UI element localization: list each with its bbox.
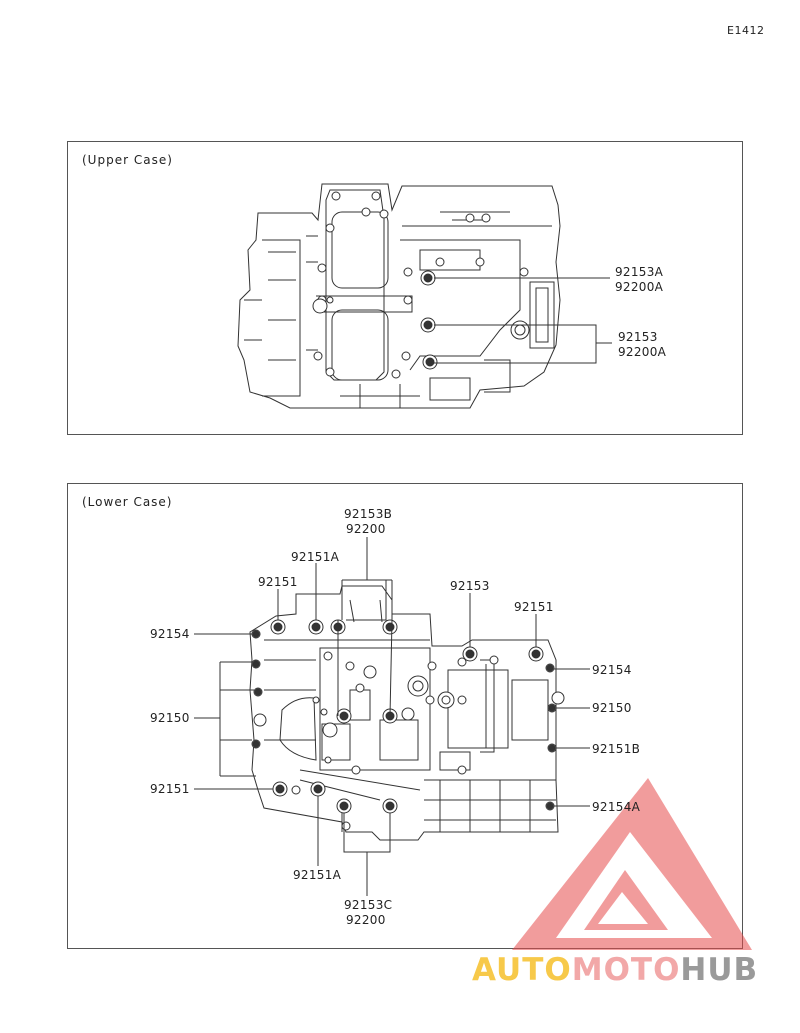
upper-bolt-holes bbox=[312, 191, 530, 379]
watermark-moto: MOTO bbox=[571, 952, 681, 988]
diagram-code: E1412 bbox=[727, 24, 765, 37]
label-92154a: 92154A bbox=[592, 800, 641, 814]
label-92153b: 92153B bbox=[344, 507, 393, 521]
label-92153-lower: 92153 bbox=[450, 579, 490, 593]
label-92150-left: 92150 bbox=[150, 711, 190, 725]
upper-case-outline bbox=[237, 183, 561, 409]
upper-case-title: (Upper Case) bbox=[82, 153, 173, 167]
label-92200a-1: 92200A bbox=[615, 280, 664, 294]
label-92153a: 92153A bbox=[615, 265, 664, 279]
watermark-triangle bbox=[512, 778, 752, 950]
label-92151-top: 92151 bbox=[258, 575, 298, 589]
label-92153: 92153 bbox=[618, 330, 658, 344]
label-92154-left: 92154 bbox=[150, 627, 190, 641]
label-92151-left-bottom: 92151 bbox=[150, 782, 190, 796]
watermark-hub: HUB bbox=[680, 952, 759, 988]
label-92200-bottom: 92200 bbox=[346, 913, 386, 927]
upper-case-panel bbox=[67, 141, 743, 435]
watermark-logo: AUTOMOTOHUB bbox=[472, 952, 758, 988]
watermark-auto: AUTO bbox=[472, 952, 572, 988]
lower-leader-lines bbox=[194, 537, 590, 896]
label-92200-top: 92200 bbox=[346, 522, 386, 536]
label-92151a-top: 92151A bbox=[291, 550, 340, 564]
label-92150-right: 92150 bbox=[592, 701, 632, 715]
lower-case-title: (Lower Case) bbox=[82, 495, 173, 509]
upper-leader-lines bbox=[434, 277, 612, 364]
label-92151b: 92151B bbox=[592, 742, 641, 756]
label-92151a-bottom: 92151A bbox=[293, 868, 342, 882]
label-92153c: 92153C bbox=[344, 898, 393, 912]
lower-bolt-markers bbox=[252, 619, 556, 814]
label-92154-right: 92154 bbox=[592, 663, 632, 677]
label-92151-right-top: 92151 bbox=[514, 600, 554, 614]
lower-case-outline bbox=[249, 579, 559, 841]
label-92200a-2: 92200A bbox=[618, 345, 667, 359]
upper-dowel-markers bbox=[420, 270, 438, 370]
